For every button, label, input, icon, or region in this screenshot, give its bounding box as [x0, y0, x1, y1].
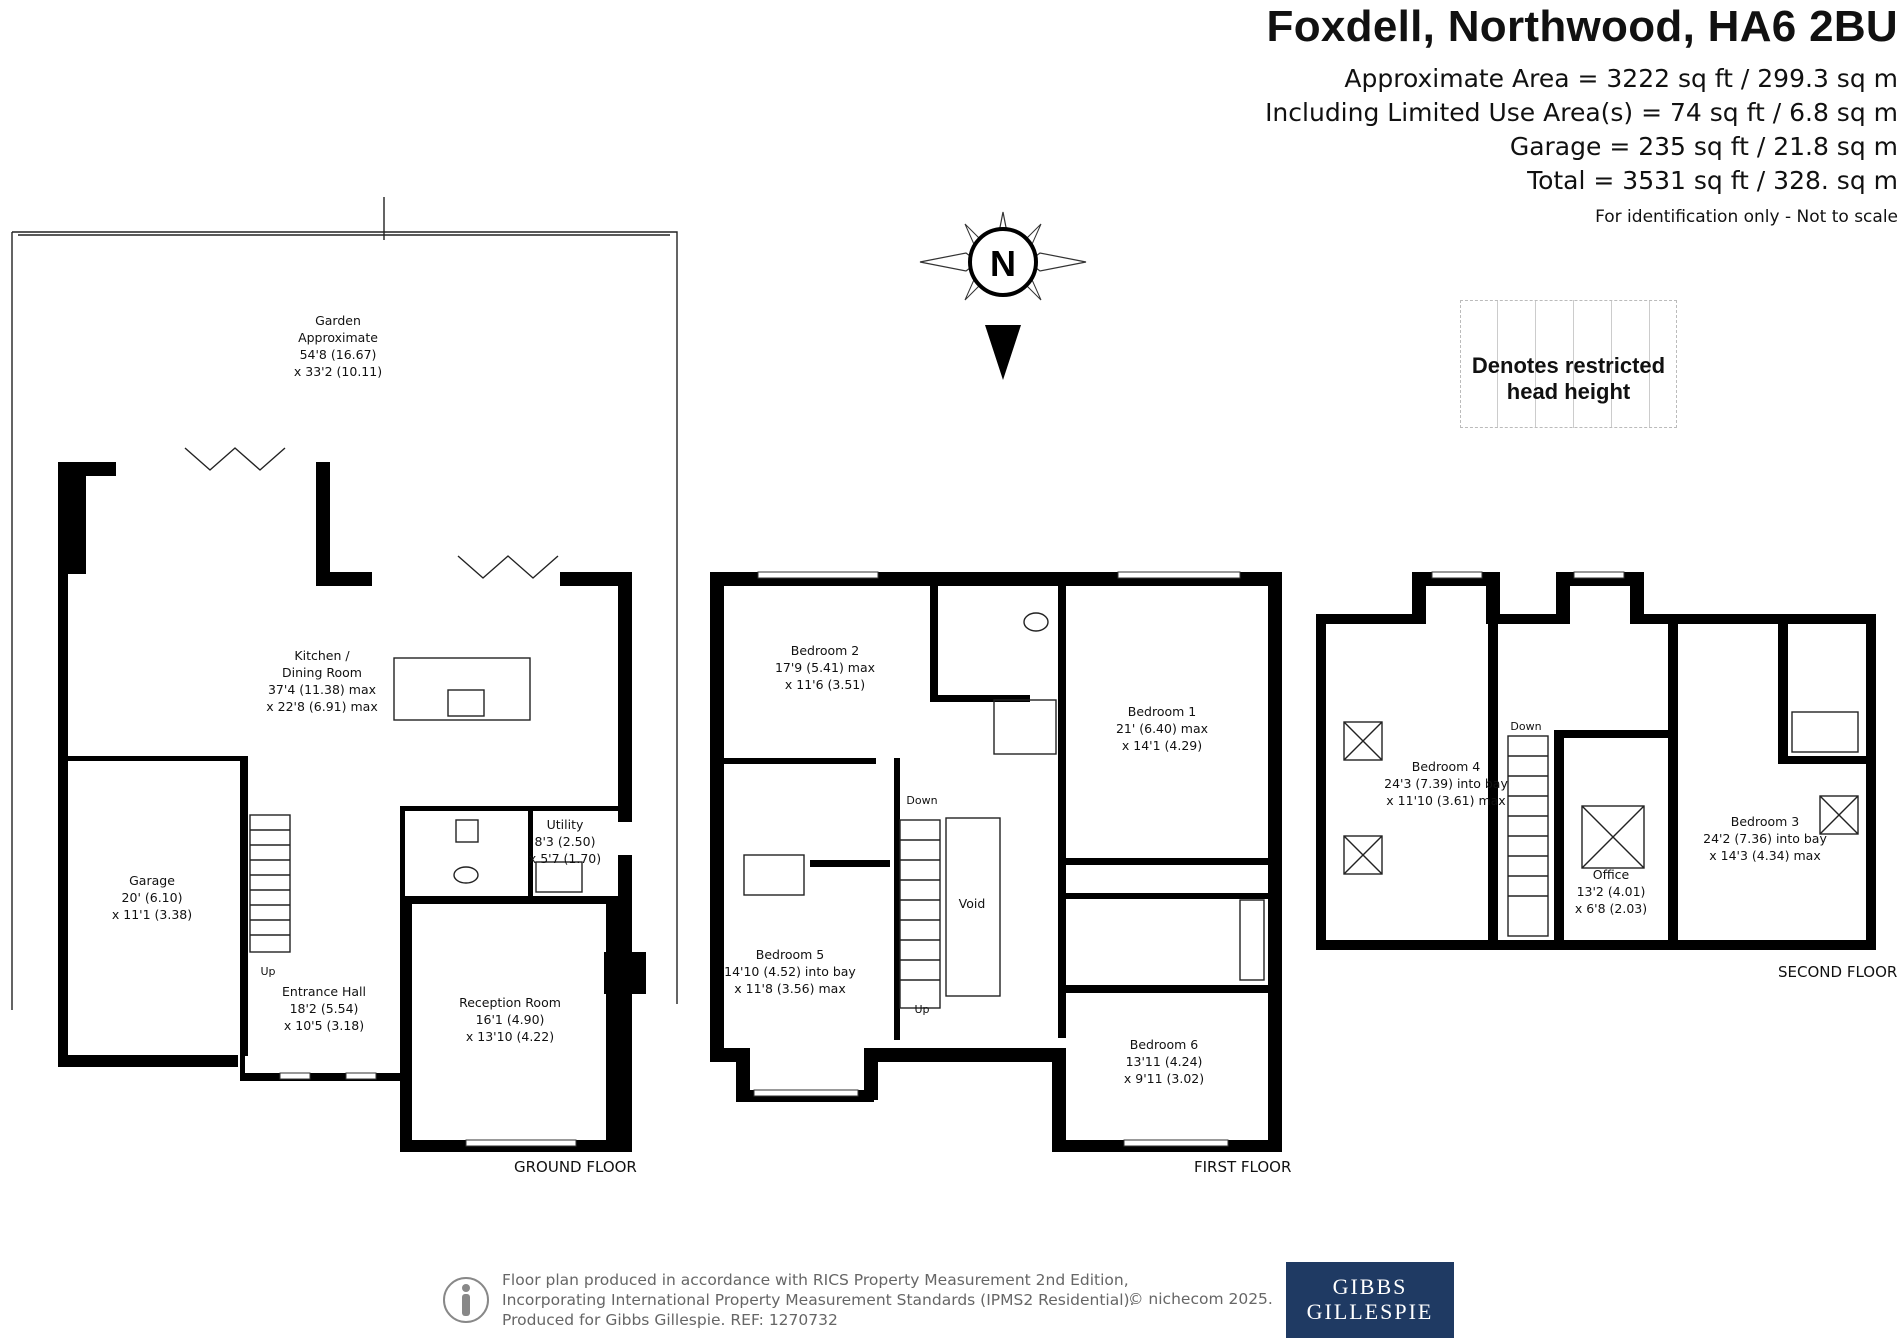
- room-labels: Garden Approximate 54'8 (16.67) x 33'2 (…: [112, 313, 1828, 1086]
- second-floor-plan: [1316, 571, 1876, 950]
- reception-room-label: Reception Room: [459, 995, 561, 1010]
- compass-icon: N: [919, 211, 1087, 380]
- copyright: © nichecom 2025.: [1128, 1290, 1273, 1308]
- logo-line-2: GILLESPIE: [1306, 1299, 1434, 1324]
- office-label: Office: [1593, 867, 1630, 882]
- garage-dim-1: 20' (6.10): [122, 890, 183, 905]
- bedroom5-dim-1: 14'10 (4.52) into bay: [724, 964, 856, 979]
- ground-stairs-up: Up: [260, 965, 275, 978]
- kitchen-label-2: Dining Room: [282, 665, 362, 680]
- first-stairs-down: Down: [906, 794, 937, 807]
- legend-line1: Denotes restricted: [1471, 353, 1666, 378]
- bedroom6-dim-2: x 9'11 (3.02): [1124, 1071, 1204, 1086]
- entrance-hall-label: Entrance Hall: [282, 984, 366, 999]
- bedroom5-dim-2: x 11'8 (3.56) max: [734, 981, 845, 996]
- garden-label-2: Approximate: [298, 330, 378, 345]
- ground-floor-plan: [11, 197, 678, 1152]
- bedroom3-dim-2: x 14'3 (4.34) max: [1709, 848, 1820, 863]
- utility-label: Utility: [547, 817, 584, 832]
- bedroom4-dim-1: 24'3 (7.39) into bay: [1384, 776, 1508, 791]
- footer-disclaimer: Floor plan produced in accordance with R…: [502, 1270, 1282, 1330]
- bedroom1-dim-2: x 14'1 (4.29): [1122, 738, 1202, 753]
- limited-use-area: Including Limited Use Area(s) = 74 sq ft…: [1265, 98, 1898, 127]
- bedroom4-dim-2: x 11'10 (3.61) max: [1386, 793, 1505, 808]
- logo-line-1: GIBBS: [1332, 1274, 1408, 1299]
- bedroom5-label: Bedroom 5: [756, 947, 824, 962]
- bedroom3-label: Bedroom 3: [1731, 814, 1799, 829]
- bedroom1-label: Bedroom 1: [1128, 704, 1196, 719]
- reception-room-dim-2: x 13'10 (4.22): [466, 1029, 554, 1044]
- bedroom3-dim-1: 24'2 (7.36) into bay: [1703, 831, 1827, 846]
- legend-line2: head height: [1506, 379, 1631, 404]
- gibbs-gillespie-logo: GIBBS GILLESPIE: [1286, 1262, 1454, 1338]
- first-stairs-up: Up: [914, 1003, 929, 1016]
- entrance-hall-dim-2: x 10'5 (3.18): [284, 1018, 364, 1033]
- legend-text: Denotes restricted head height: [1461, 353, 1676, 405]
- kitchen-dim-2: x 22'8 (6.91) max: [266, 699, 377, 714]
- approximate-area: Approximate Area = 3222 sq ft / 299.3 sq…: [1344, 64, 1898, 93]
- utility-dim-1: 8'3 (2.50): [535, 834, 596, 849]
- footer-line-2: Incorporating International Property Mea…: [502, 1291, 1135, 1309]
- second-floor-label: SECOND FLOOR: [1778, 963, 1897, 981]
- total-area: Total = 3531 sq ft / 328. sq m: [1527, 166, 1898, 195]
- garden-dim-1: 54'8 (16.67): [300, 347, 377, 362]
- compass-label: N: [990, 243, 1016, 284]
- kitchen-dim-1: 37'4 (11.38) max: [268, 682, 376, 697]
- bedroom6-label: Bedroom 6: [1130, 1037, 1199, 1052]
- kitchen-label: Kitchen /: [294, 648, 350, 663]
- bedroom2-dim-1: 17'9 (5.41) max: [775, 660, 875, 675]
- footer-line-3: Produced for Gibbs Gillespie. REF: 12707…: [502, 1311, 838, 1329]
- person-icon: [443, 1277, 489, 1323]
- void-label: Void: [959, 896, 986, 911]
- first-floor-plan: [710, 571, 1282, 1152]
- ground-floor-label: GROUND FLOOR: [514, 1158, 637, 1176]
- restricted-height-legend: Denotes restricted head height: [1460, 300, 1677, 428]
- bedroom2-dim-2: x 11'6 (3.51): [785, 677, 865, 692]
- entrance-hall-dim-1: 18'2 (5.54): [290, 1001, 359, 1016]
- first-floor-label: FIRST FLOOR: [1194, 1158, 1291, 1176]
- office-dim-2: x 6'8 (2.03): [1575, 901, 1647, 916]
- garage-area: Garage = 235 sq ft / 21.8 sq m: [1509, 132, 1898, 161]
- scale-note: For identification only - Not to scale: [1595, 207, 1898, 227]
- bedroom6-dim-1: 13'11 (4.24): [1126, 1054, 1203, 1069]
- footer-line-1: Floor plan produced in accordance with R…: [502, 1271, 1129, 1289]
- reception-room-dim-1: 16'1 (4.90): [476, 1012, 545, 1027]
- bedroom4-label: Bedroom 4: [1412, 759, 1481, 774]
- garage-label: Garage: [129, 873, 175, 888]
- second-stairs-down: Down: [1510, 720, 1541, 733]
- property-title: Foxdell, Northwood, HA6 2BU: [1266, 2, 1898, 51]
- bedroom1-dim-1: 21' (6.40) max: [1116, 721, 1208, 736]
- garden-label: Garden: [315, 313, 361, 328]
- garage-dim-2: x 11'1 (3.38): [112, 907, 192, 922]
- bedroom2-label: Bedroom 2: [791, 643, 859, 658]
- garden-dim-2: x 33'2 (10.11): [294, 364, 382, 379]
- utility-dim-2: x 5'7 (1.70): [529, 851, 601, 866]
- office-dim-1: 13'2 (4.01): [1577, 884, 1646, 899]
